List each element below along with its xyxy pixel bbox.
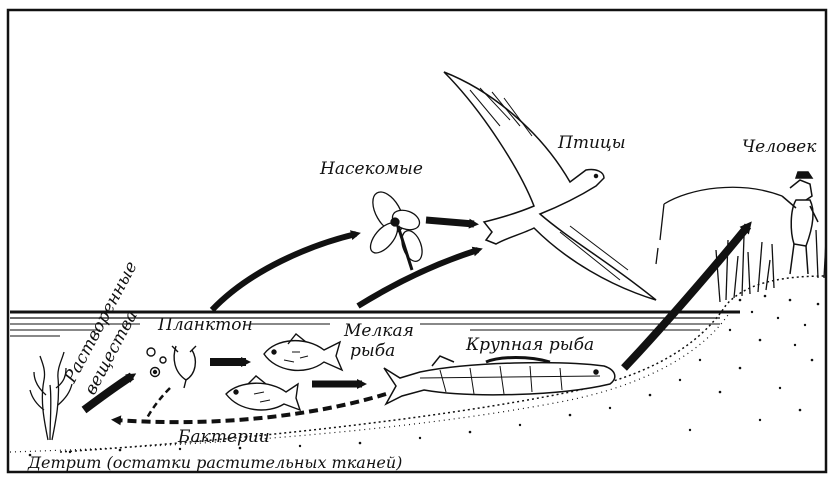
label-plankton: Планктон	[157, 315, 253, 335]
arrow-plankton-to-bacteria	[146, 388, 170, 420]
dragonfly	[366, 187, 426, 270]
arrow-insects-to-birds	[426, 220, 474, 224]
human-fisher	[656, 172, 818, 274]
label-big-fish: Крупная рыба	[465, 335, 594, 355]
arrow-big-fish-to-human	[624, 226, 748, 368]
water-plant	[30, 352, 72, 440]
label-human: Человек	[742, 137, 817, 157]
small-fish-2	[226, 376, 300, 410]
big-fish	[384, 356, 615, 404]
label-birds: Птицы	[557, 133, 626, 153]
label-insects: Насекомые	[319, 159, 423, 179]
plankton-organisms	[147, 346, 196, 388]
label-small-fish-2: рыба	[350, 341, 395, 361]
label-small-fish-1: Мелкая	[343, 321, 414, 341]
label-bacteria: Бактерии	[177, 427, 270, 447]
small-fish-1	[264, 334, 342, 370]
label-detritus: Детрит (остатки растительных тканей)	[27, 453, 402, 472]
arrow-plankton-to-insects	[212, 234, 356, 310]
bird	[444, 72, 656, 300]
